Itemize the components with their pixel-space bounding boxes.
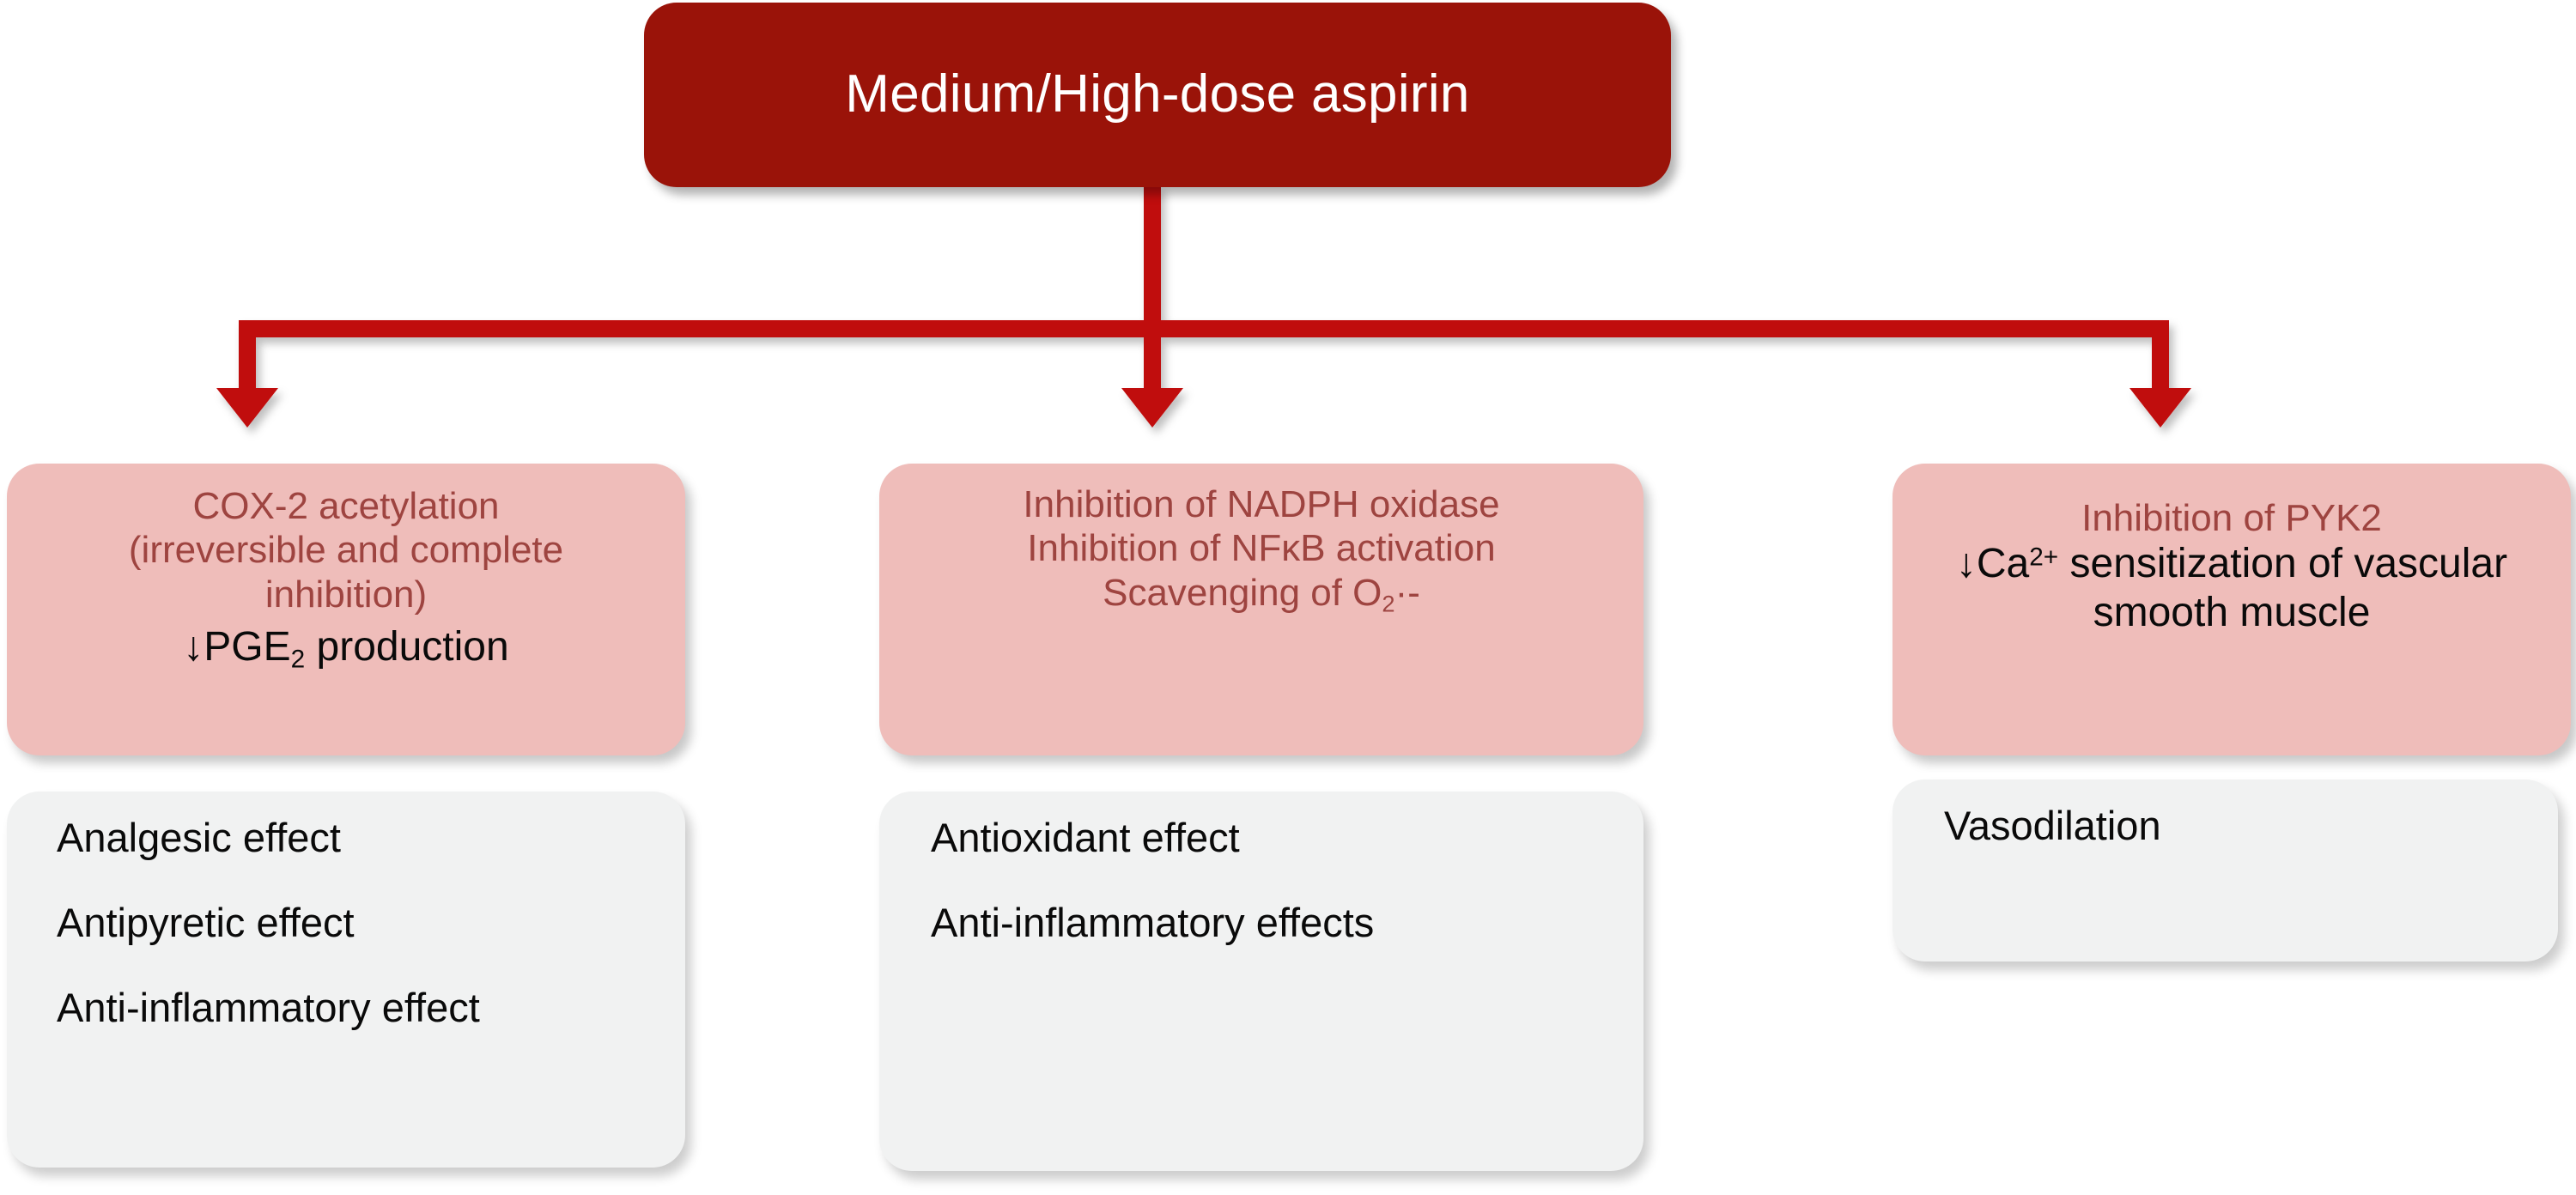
calcium-prefix-label: ↓Ca — [1955, 541, 2030, 587]
node-effects-antioxidant-group[interactable]: Antioxidant effect Anti-inflammatory eff… — [879, 792, 1643, 1171]
fork-connector — [216, 185, 2191, 428]
node-effects-analgesic-group[interactable]: Analgesic effect Antipyretic effect Anti… — [7, 792, 685, 1168]
effect-1-line-1: Analgesic effect — [57, 815, 341, 860]
node-medium-high-dose-aspirin[interactable]: Medium/High-dose aspirin — [644, 3, 1671, 187]
mechanism-2-line-1: Inhibition of NADPH oxidase — [1023, 483, 1500, 525]
effect-1-line-2: Antipyretic effect — [57, 900, 355, 945]
superoxide-subscript: 2 — [1382, 590, 1395, 617]
effect-2-line-2: Anti-inflammatory effects — [931, 900, 1375, 945]
calcium-superscript: 2+ — [2029, 543, 2059, 573]
pge2-suffix-label: production — [305, 624, 509, 670]
node-effects-vasodilation[interactable]: Vasodilation — [1893, 779, 2558, 961]
pge2-subscript: 2 — [290, 645, 306, 674]
mechanism-1-line-1: COX-2 acetylation — [192, 485, 500, 527]
pge2-arrow-label: ↓PGE — [183, 624, 291, 670]
calcium-suffix-label: sensitization of vascular smooth muscle — [2058, 541, 2508, 635]
node-pyk2-calcium-sensitization[interactable]: Inhibition of PYK2 ↓Ca2+ sensitization o… — [1893, 464, 2571, 755]
node-title-label: Medium/High-dose aspirin — [845, 64, 1470, 124]
node-cox2-acetylation[interactable]: COX-2 acetylation (irreversible and comp… — [7, 464, 685, 755]
effect-2-line-1: Antioxidant effect — [931, 815, 1240, 860]
node-nadph-nfkb-scavenging[interactable]: Inhibition of NADPH oxidase Inhibition o… — [879, 464, 1643, 755]
effect-3-line-1: Vasodilation — [1944, 803, 2161, 848]
mechanism-3-line-1: Inhibition of PYK2 — [2081, 497, 2382, 539]
superoxide-suffix-label: ·- — [1394, 571, 1420, 614]
superoxide-prefix-label: Scavenging of O — [1103, 571, 1382, 614]
mechanism-1-line-2: (irreversible and complete inhibition) — [128, 529, 564, 616]
mechanism-3-line-2: ↓Ca2+ sensitization of vascular smooth m… — [1923, 540, 2541, 636]
mechanism-1-line-3: ↓PGE2 production — [183, 623, 508, 675]
effect-1-line-3: Anti-inflammatory effect — [57, 985, 480, 1030]
mechanism-2-line-3: Scavenging of O2·- — [1103, 571, 1420, 618]
mechanism-2-line-2: Inhibition of NFκB activation — [1027, 527, 1496, 570]
